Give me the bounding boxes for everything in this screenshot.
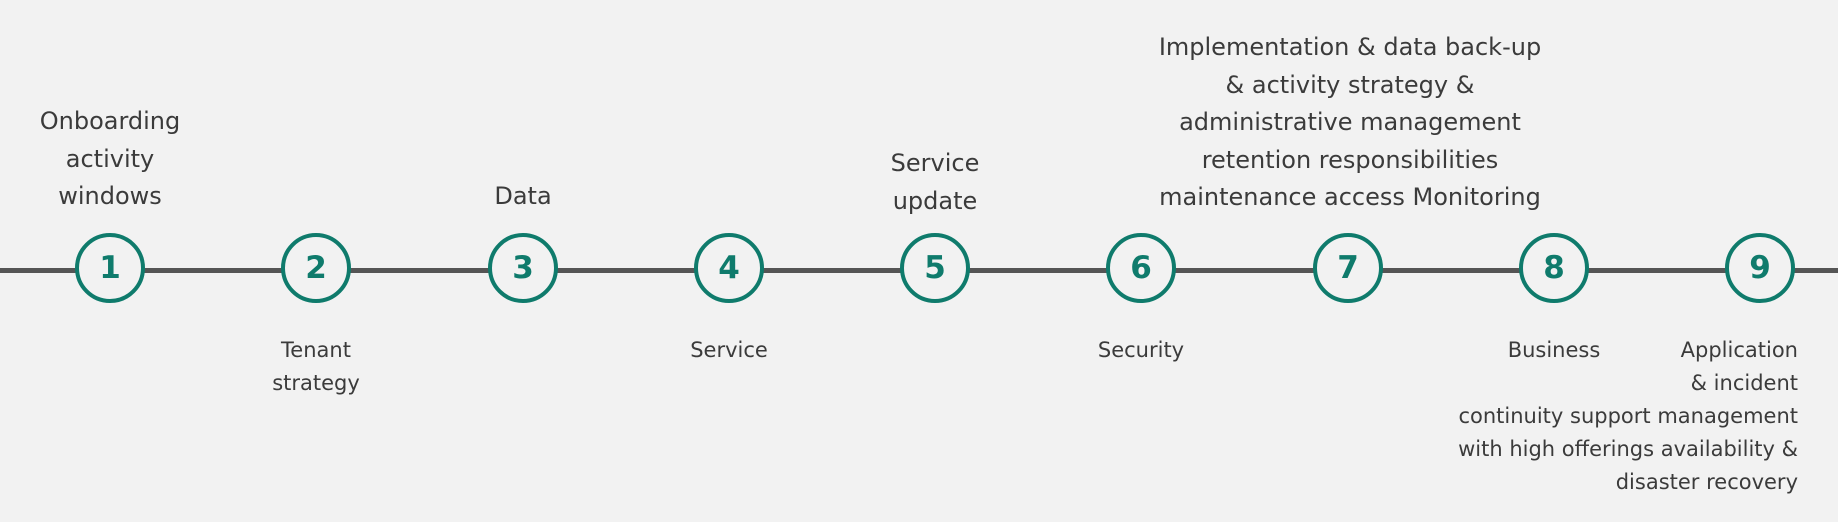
step-5-top-label: Service update: [890, 149, 980, 215]
step-9-bottom-label: Application & incident continuity suppor…: [1458, 338, 1798, 494]
step-7-top-label: Implementation & data back-up & activity…: [1158, 33, 1542, 211]
step-8-bottom-label: Business: [1507, 338, 1601, 362]
step-3-circle: 3: [488, 233, 558, 303]
step-4-circle: 4: [694, 233, 764, 303]
step-9-circle: 9: [1725, 233, 1795, 303]
step-4-bottom-label: Service: [690, 338, 768, 362]
step-1-top-label: Onboarding activity windows: [39, 107, 181, 210]
step-2-circle: 2: [281, 233, 351, 303]
step-7-circle: 7: [1313, 233, 1383, 303]
step-6-circle: 6: [1106, 233, 1176, 303]
step-6-bottom-label: Security: [1097, 338, 1185, 362]
step-5-circle: 5: [900, 233, 970, 303]
step-3-top-label: Data: [494, 182, 552, 210]
step-8-circle: 8: [1519, 233, 1589, 303]
step-2-bottom-label: Tenant strategy: [272, 338, 360, 395]
step-1-circle: 1: [75, 233, 145, 303]
